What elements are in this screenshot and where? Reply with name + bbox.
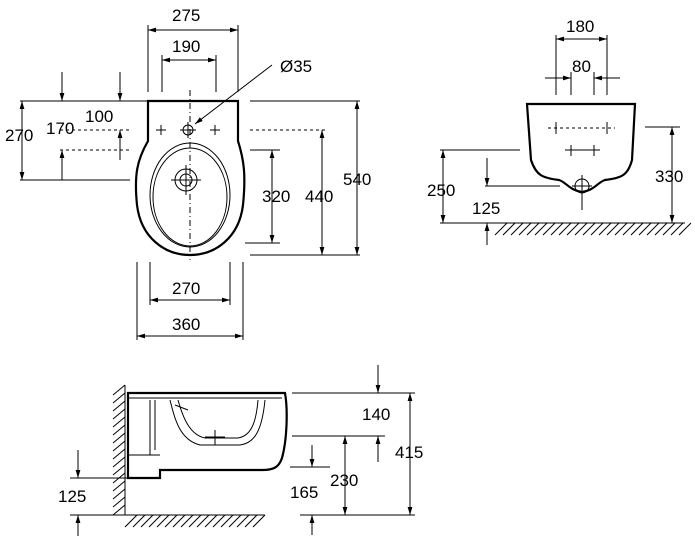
dim-360: 360 <box>172 315 200 334</box>
rear-view: 180 80 250 125 330 <box>427 17 692 245</box>
hatch-line <box>598 222 612 236</box>
hatch-line <box>582 222 596 236</box>
hatch-line <box>124 514 138 528</box>
top-view: 275 190 Ø35 270 170 100 320 440 540 <box>5 6 371 340</box>
hatch-line <box>252 514 266 528</box>
hatch-line <box>558 222 572 236</box>
hatch-line <box>172 514 186 528</box>
hatch-line <box>550 222 564 236</box>
wall-hatch <box>112 384 126 516</box>
hatch-line <box>112 456 126 468</box>
side-floor-hatch <box>124 514 266 528</box>
hatch-line <box>112 384 126 396</box>
hatch-line <box>164 514 178 528</box>
hatch-line <box>236 514 250 528</box>
hatch-line <box>148 514 162 528</box>
dim-275: 275 <box>172 6 200 25</box>
hatch-line <box>112 480 126 492</box>
hatch-line <box>132 514 146 528</box>
hatch-line <box>662 222 676 236</box>
hatch-line <box>670 222 684 236</box>
hatch-line <box>140 514 154 528</box>
hatch-line <box>542 222 556 236</box>
hatch-line <box>622 222 636 236</box>
hatch-line <box>590 222 604 236</box>
dim-230: 230 <box>330 471 358 490</box>
hatch-line <box>638 222 652 236</box>
hatch-line <box>614 222 628 236</box>
hatch-line <box>534 222 548 236</box>
dim-140: 140 <box>362 405 390 424</box>
dim-180: 180 <box>566 17 594 36</box>
hatch-line <box>112 392 126 404</box>
hatch-line <box>112 432 126 444</box>
hatch-line <box>502 222 516 236</box>
dim-diameter-35: Ø35 <box>280 57 312 76</box>
hatch-line <box>112 448 126 460</box>
dim-125-side: 125 <box>58 487 86 506</box>
hatch-line <box>188 514 202 528</box>
hatch-line <box>654 222 668 236</box>
dim-270-left: 270 <box>5 126 33 145</box>
mounting-holes <box>156 122 220 138</box>
hatch-line <box>112 496 126 508</box>
hatch-line <box>574 222 588 236</box>
dim-415: 415 <box>395 443 423 462</box>
side-view-outline <box>126 391 288 480</box>
dim-330: 330 <box>655 167 683 186</box>
hatch-line <box>646 222 660 236</box>
hatch-line <box>244 514 258 528</box>
dim-250: 250 <box>427 181 455 200</box>
dim-165: 165 <box>290 483 318 502</box>
hatch-line <box>212 514 226 528</box>
dim-80: 80 <box>572 57 591 76</box>
dim-190: 190 <box>172 37 200 56</box>
hatch-line <box>678 222 692 236</box>
hatch-line <box>204 514 218 528</box>
floor-hatch <box>494 222 692 236</box>
hatch-line <box>494 222 508 236</box>
hatch-line <box>606 222 620 236</box>
dim-440: 440 <box>305 187 333 206</box>
hatch-line <box>220 514 234 528</box>
hatch-line <box>112 464 126 476</box>
hatch-line <box>112 400 126 412</box>
hatch-line <box>112 416 126 428</box>
hatch-line <box>112 424 126 436</box>
hatch-line <box>518 222 532 236</box>
hatch-line <box>526 222 540 236</box>
hatch-line <box>566 222 580 236</box>
hatch-line <box>228 514 242 528</box>
dim-100: 100 <box>85 107 113 126</box>
hatch-line <box>156 514 170 528</box>
hatch-line <box>112 504 126 516</box>
dim-170: 170 <box>46 119 74 138</box>
dim-540: 540 <box>343 170 371 189</box>
hatch-line <box>112 440 126 452</box>
hatch-line <box>112 408 126 420</box>
dim-320: 320 <box>262 187 290 206</box>
top-view-outline <box>134 99 246 257</box>
side-view: 140 415 165 230 125 <box>58 365 423 536</box>
hatch-line <box>180 514 194 528</box>
hatch-line <box>630 222 644 236</box>
dim-270-bottom: 270 <box>172 279 200 298</box>
hatch-line <box>510 222 524 236</box>
hatch-line <box>196 514 210 528</box>
hatch-line <box>112 488 126 500</box>
dim-125-rear: 125 <box>472 199 500 218</box>
